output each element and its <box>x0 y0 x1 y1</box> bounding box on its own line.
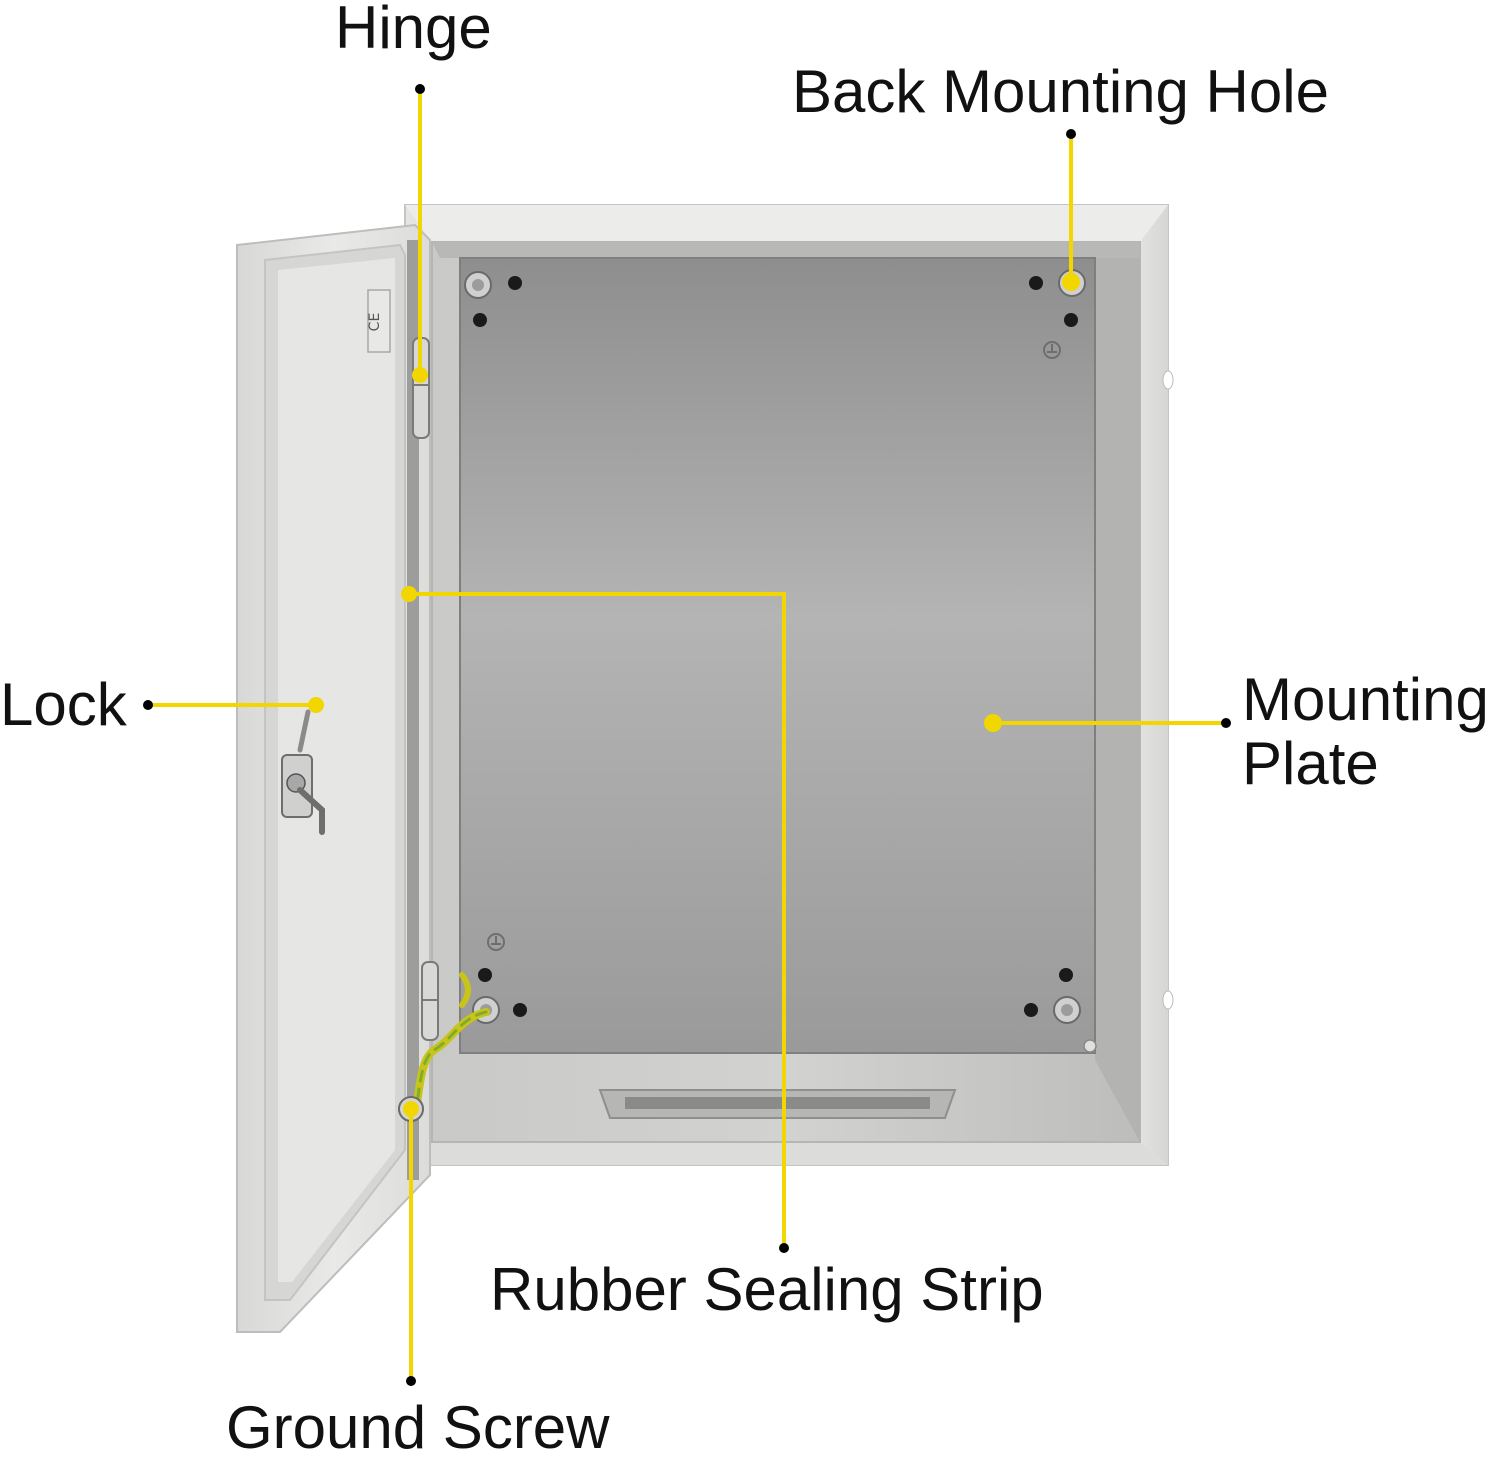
label-mounting-plate: Mounting Plate <box>1242 668 1489 796</box>
leader-line-rubber-sealing-strip <box>409 592 786 1246</box>
label-dot-hinge <box>415 84 425 94</box>
label-dot-back-mounting-hole <box>1066 129 1076 139</box>
label-ground-screw: Ground Screw <box>226 1394 610 1461</box>
label-dot-lock <box>143 700 153 710</box>
target-markers <box>308 273 1080 1117</box>
target-marker-lock <box>308 697 324 713</box>
mounting-screw <box>464 271 492 299</box>
plate-hole <box>1024 1003 1038 1017</box>
mounting-plate <box>459 257 1097 1054</box>
mounting-screw <box>1053 996 1081 1024</box>
label-dot-mounting-plate <box>1221 718 1231 728</box>
plate-hole <box>473 313 487 327</box>
label-dot-rubber-sealing-strip <box>779 1243 789 1253</box>
ground-symbol-icon <box>1043 341 1061 359</box>
label-back-mounting-hole: Back Mounting Hole <box>792 58 1329 125</box>
plate-hole <box>1064 313 1078 327</box>
target-marker-back-mounting-hole <box>1062 273 1080 291</box>
label-mounting-plate-line1: Mounting <box>1242 666 1489 733</box>
plate-hole <box>1059 968 1073 982</box>
target-marker-rubber-sealing-strip <box>401 586 417 602</box>
plate-hole <box>1029 276 1043 290</box>
label-mounting-plate-line2: Plate <box>1242 730 1379 797</box>
hinge-pin-icon <box>421 961 439 1041</box>
cable-entry-slot <box>598 1089 957 1119</box>
rubber-gasket <box>407 240 419 1180</box>
svg-text:CE: CE <box>367 313 383 332</box>
label-lock: Lock <box>0 671 127 738</box>
ground-symbol-icon <box>487 933 505 951</box>
target-marker-ground-screw <box>403 1101 419 1117</box>
label-rubber-sealing-strip: Rubber Sealing Strip <box>490 1256 1044 1323</box>
label-dot-ground-screw <box>406 1376 416 1386</box>
plate-hole <box>508 276 522 290</box>
ce-mark-icon: CE <box>367 289 391 353</box>
leader-lines <box>148 90 1225 1380</box>
enclosure-door: CE <box>236 223 431 1333</box>
label-hinge: Hinge <box>335 0 492 61</box>
plate-hole <box>478 968 492 982</box>
ground-wire <box>412 972 490 1112</box>
label-dots <box>143 84 1231 1386</box>
target-marker-mounting-plate <box>984 714 1002 732</box>
plate-hole <box>513 1003 527 1017</box>
target-marker-hinge <box>412 367 428 383</box>
